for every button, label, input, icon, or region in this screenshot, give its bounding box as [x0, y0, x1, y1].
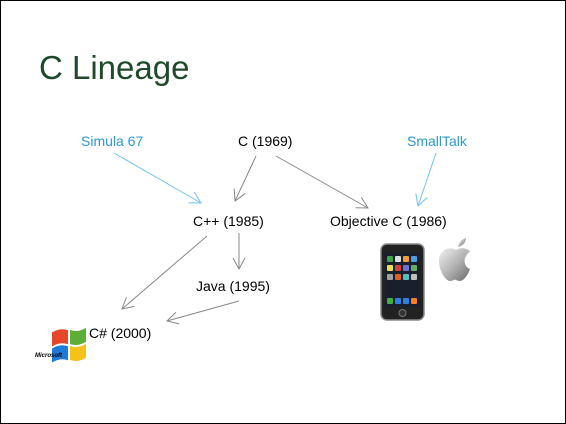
- node-c: C (1969): [238, 133, 293, 149]
- arrow-smalltalk-to-objc: [415, 152, 437, 207]
- node-smalltalk: SmallTalk: [407, 133, 467, 149]
- slide-title: C Lineage: [39, 49, 190, 86]
- arrow-cpp-to-csharp: [121, 235, 208, 310]
- arrow-c-to-objc: [275, 155, 369, 209]
- microsoft-windows-logo-icon: Microsoft: [35, 327, 86, 363]
- node-simula-67: Simula 67: [81, 133, 144, 149]
- arrow-java-to-csharp: [165, 300, 240, 325]
- node-objective-c: Objective C (1986): [330, 213, 447, 229]
- arrow-simula-to-cpp: [113, 152, 202, 204]
- microsoft-wordmark: Microsoft: [35, 353, 63, 359]
- node-cpp: C++ (1985): [193, 213, 264, 229]
- iphone-icon: [380, 243, 425, 321]
- node-java: Java (1995): [196, 278, 270, 294]
- node-csharp: C# (2000): [89, 325, 152, 341]
- arrow-c-to-cpp: [233, 155, 257, 202]
- apple-logo-icon: [438, 238, 470, 281]
